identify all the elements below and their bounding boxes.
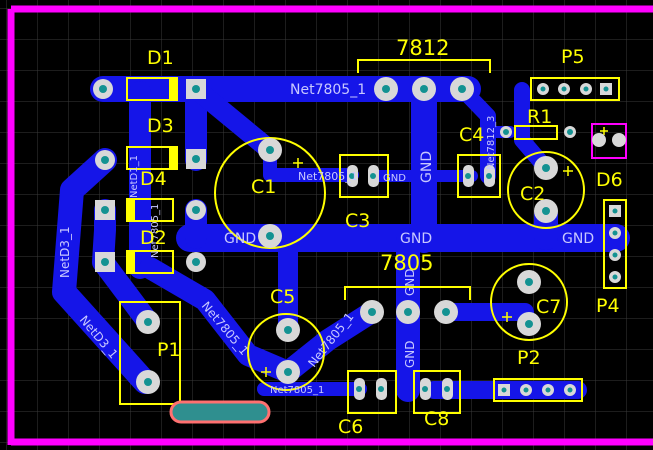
board-outline (7, 5, 653, 446)
pad-d6-2 (612, 133, 626, 147)
c2-outline (507, 151, 585, 229)
net-label: Net7805_1 (298, 170, 358, 183)
c7-plus (502, 312, 512, 322)
r1-outline (514, 125, 558, 140)
p1-outline (119, 301, 181, 405)
d6-plus (600, 127, 608, 135)
trace-d4-left (52, 148, 157, 394)
designator-p5: P5 (561, 46, 585, 68)
designator-c2: C2 (520, 183, 545, 205)
d4-band (127, 199, 135, 221)
c2-plus (563, 166, 573, 176)
net-label: GND (562, 231, 594, 247)
designator-7805: 7805 (380, 251, 433, 275)
net-label: GND (403, 340, 417, 368)
designator-c4: C4 (459, 124, 484, 146)
c7-outline (490, 263, 568, 341)
keepout-slot (169, 400, 271, 424)
designator-c3: C3 (345, 210, 370, 232)
silkscreen-outlines (119, 59, 627, 414)
net-label: NetD3_1 (58, 226, 72, 278)
net-label: GND (419, 151, 435, 183)
designator-d3: D3 (147, 115, 174, 137)
pad-d6-1 (592, 133, 606, 147)
net-label: Net7812_3 (486, 116, 497, 170)
diode-bands (127, 78, 177, 273)
p4-outline (603, 199, 627, 289)
drill-holes (99, 85, 618, 393)
net-label: GND (224, 231, 256, 247)
u7805-outline (344, 286, 471, 300)
net-label: NetD1_1 (129, 155, 140, 198)
u7812-outline (357, 59, 491, 73)
designator-p1: P1 (157, 339, 181, 361)
trace-c5-7805 (277, 301, 383, 383)
net-label: GND (400, 231, 432, 247)
designator-d4: D4 (140, 168, 167, 190)
designator-p4: P4 (596, 295, 620, 317)
trace-d2-p1 (139, 257, 299, 383)
designator-7812: 7812 (396, 36, 449, 60)
polarity-marks (261, 127, 608, 377)
designator-c6: C6 (338, 416, 363, 438)
net-label: Net7805_1 (150, 204, 161, 258)
d2-band (127, 251, 135, 273)
designator-c8: C8 (424, 408, 449, 430)
c4-outline (457, 154, 501, 198)
designator-d1: D1 (147, 47, 174, 69)
designator-c5: C5 (270, 286, 295, 308)
c5-outline (247, 313, 325, 391)
designator-c1: C1 (251, 176, 276, 198)
c8-outline (413, 370, 461, 414)
p2-outline (493, 378, 583, 402)
p5-outline (530, 77, 620, 101)
designator-r1: R1 (527, 106, 552, 128)
copper-traces (52, 76, 630, 402)
c3-outline (339, 154, 389, 198)
net-label: GND (403, 268, 417, 296)
designator-d2: D2 (140, 227, 167, 249)
c1-plus (293, 158, 303, 168)
c6-outline (347, 370, 397, 414)
d6-outline (591, 123, 627, 159)
net-label: Net7805_1 (270, 385, 324, 396)
designators: D1 D3 D4 D2 C1 C3 7812 C4 R1 P5 C2 D6 P4… (140, 36, 623, 438)
designator-d6: D6 (596, 169, 623, 191)
designator-p2: P2 (517, 347, 541, 369)
d1-band (169, 78, 177, 100)
designator-c7: C7 (536, 296, 561, 318)
net-label: Net7805_1 (290, 82, 366, 98)
net-label: GND (383, 173, 406, 184)
c5-plus (261, 367, 271, 377)
d3-band (169, 147, 177, 169)
